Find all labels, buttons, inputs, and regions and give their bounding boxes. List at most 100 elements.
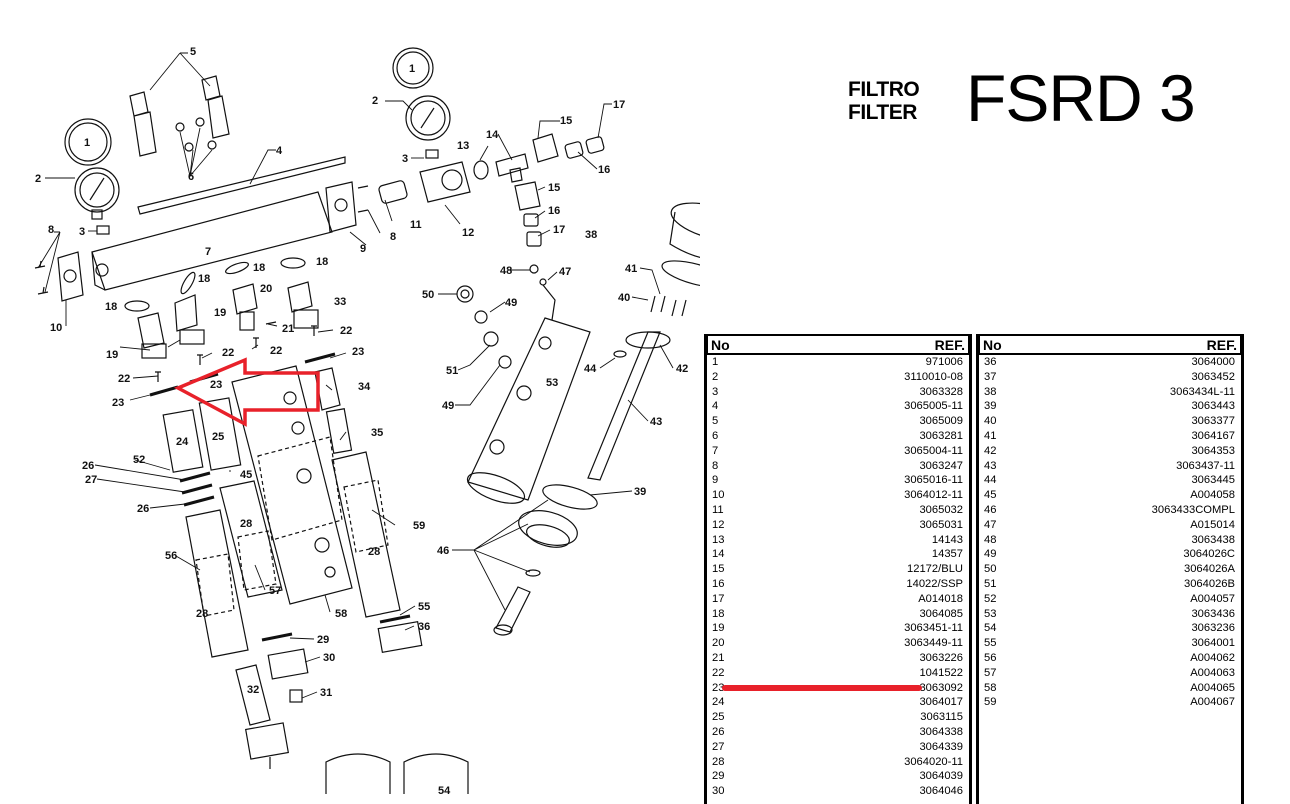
- part-cartridge-25: [198, 397, 242, 471]
- callout: 23: [112, 397, 124, 409]
- callout: 48: [500, 265, 512, 277]
- part-number: 15: [712, 563, 725, 576]
- part-number: 30: [712, 785, 725, 798]
- callout: 11: [410, 219, 422, 231]
- part-reference: 3063236: [1191, 622, 1235, 635]
- callout: 58: [335, 608, 347, 620]
- part-number: 48: [984, 533, 997, 546]
- part-reference: 3063452: [1191, 370, 1235, 383]
- part-reference: 3065005-11: [904, 400, 963, 413]
- callout: 22: [222, 347, 234, 359]
- part-housing-53: [466, 317, 591, 504]
- callout: 9: [360, 243, 366, 255]
- part-number: 23: [712, 681, 725, 694]
- callout: 27: [85, 474, 97, 486]
- part-reference: 3063445: [1191, 474, 1235, 487]
- part-reference: A014018: [918, 592, 963, 605]
- part-reference: A004067: [1190, 696, 1235, 709]
- part-number: 46: [984, 503, 997, 516]
- part-reference: A004058: [1190, 489, 1235, 502]
- callout: 2: [372, 95, 378, 107]
- callout: 35: [371, 427, 383, 439]
- part-plate-9: [325, 181, 357, 233]
- part-number: 4: [712, 400, 719, 413]
- callout: 4: [276, 145, 283, 157]
- part-reference: 3063437-11: [1176, 459, 1235, 472]
- part-reference: 3063433COMPL: [1151, 503, 1235, 516]
- callout: 45: [240, 469, 252, 481]
- part-number: 18: [712, 607, 725, 620]
- part-gauge-cap-b: [392, 47, 434, 89]
- part-number: 52: [984, 592, 997, 605]
- callout: 39: [634, 486, 646, 498]
- col-no-header: No: [711, 336, 730, 353]
- part-number: 57: [984, 666, 997, 679]
- part-number: 9: [712, 474, 719, 487]
- part-30: [267, 648, 309, 680]
- part-gasket-23: [149, 385, 179, 397]
- callout: 6: [188, 171, 194, 183]
- callout: 13: [457, 140, 469, 152]
- col-no-header: No: [983, 336, 1002, 353]
- callout: 25: [212, 431, 224, 443]
- part-reference: A004065: [1190, 681, 1235, 694]
- part-number: 27: [712, 740, 725, 753]
- part-reference: 3063436: [1191, 607, 1235, 620]
- part-reference: 3063434L-11: [1169, 385, 1235, 398]
- part-32: [235, 664, 290, 769]
- callout: 28: [240, 518, 252, 530]
- part-screws-6: [175, 117, 217, 152]
- callout: 46: [437, 545, 449, 557]
- part-reference: 3064020-11: [904, 755, 963, 768]
- callout: 17: [613, 99, 625, 111]
- callout: 49: [442, 400, 454, 412]
- callout: 41: [625, 263, 637, 275]
- part-gauge-b: [405, 95, 451, 141]
- part-reference: 3065031: [919, 518, 963, 531]
- part-reference: 3063443: [1191, 400, 1235, 413]
- callout: 8: [390, 231, 396, 243]
- callout: 19: [214, 307, 226, 319]
- part-reference: 3064012-11: [904, 489, 963, 502]
- part-manifold: [231, 365, 353, 605]
- callout: 3: [402, 153, 408, 165]
- callout: 1: [409, 63, 415, 75]
- part-number: 5: [712, 415, 719, 428]
- part-number: 11: [712, 503, 724, 516]
- part-number: 36: [984, 356, 997, 368]
- col-ref-header: REF.: [934, 336, 965, 353]
- callout: 50: [422, 289, 434, 301]
- part-reference: 1041522: [919, 666, 963, 679]
- part-reference: 3063377: [1191, 415, 1235, 428]
- part-reference: 3063226: [919, 651, 963, 664]
- part-number: 3: [712, 385, 719, 398]
- part-oring-39: [661, 260, 700, 288]
- callout: 32: [247, 684, 259, 696]
- callout: 49: [505, 297, 517, 309]
- part-reference: 3064085: [919, 607, 963, 620]
- callout: 34: [358, 381, 371, 393]
- callout: 59: [413, 520, 425, 532]
- callout: 28: [368, 546, 380, 558]
- diagram-drawing: [34, 47, 700, 794]
